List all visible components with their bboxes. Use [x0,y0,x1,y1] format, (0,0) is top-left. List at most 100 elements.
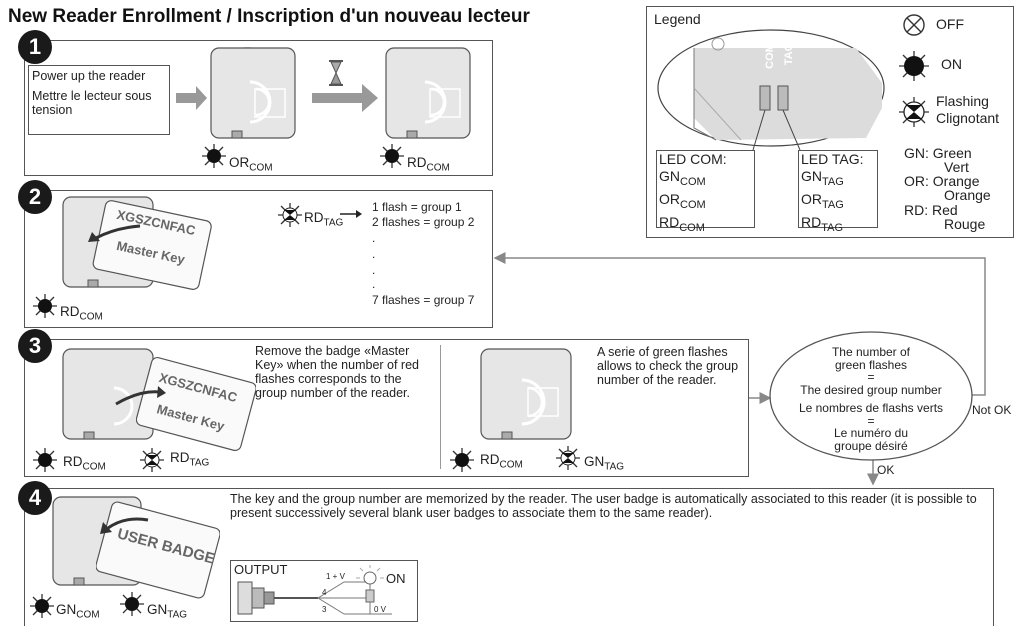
user-badge-card [96,498,220,602]
group-line-2: 2 flashes = group 2 [372,215,475,229]
legend-led-com-title: LED COM: [659,151,727,167]
group-dot: . [372,277,376,291]
group-line-7: 7 flashes = group 7 [372,293,475,307]
led-on-icon [450,448,474,472]
step1-text-fr: Mettre le lecteur sous tension [32,89,152,117]
legend-title: Legend [654,11,701,27]
legend-led-com-rd: RDCOM [659,213,705,234]
decision-line-2: The desired group number [800,382,942,397]
reader-device-1b [385,47,471,139]
connector-icon [237,581,318,615]
master-key-card [136,355,256,455]
output-title: OUTPUT [234,562,288,577]
led-label-rd-com: RDCOM [407,155,450,174]
led-flashing-icon [278,203,302,227]
output-wire-zero: 0 V [374,605,387,614]
legend-led-tag-box: LED TAG: GNTAG ORTAG RDTAG [798,150,878,233]
group-dot: . [372,263,376,277]
step3-number: 3 [18,329,52,363]
led-on-icon [33,294,57,318]
step1-instruction-box: Power up the reader Mettre le lecteur so… [28,65,170,135]
output-wire-plus: 1 + V [326,572,345,581]
legend-led-com-or: ORCOM [659,190,706,211]
legend-color-rd-fr: Rouge [944,216,986,232]
led-label-rd-tag: RDTAG [170,450,210,469]
decision-line-1: The number of green flashes [831,345,911,372]
legend-led-tag-gn: GNTAG [801,168,844,188]
master-key-card [92,200,212,292]
legend-color-code: GN: [904,145,929,161]
decision-line-4: Le numéro du groupe désiré [833,426,909,453]
led-label-gn-com: GNCOM [56,602,100,621]
legend-led-com-gn: GNCOM [659,168,706,188]
legend-led-tag-or: ORTAG [801,190,844,211]
legend-state-flashing: Flashing [936,93,989,109]
reader-device-3b [480,348,572,440]
legend-color-en: Green [932,145,972,161]
legend-color-code: OR: [904,173,929,189]
step3-check-text: A serie of green flashes allows to check… [597,345,739,387]
legend-color-or: OR: Orange [904,174,979,189]
led-label-gn-tag: GNTAG [147,602,188,621]
led-on-icon [380,144,404,168]
decision-eq-1: = [867,370,875,384]
legend-color-code: RD: [904,202,929,218]
led-on-icon [202,144,226,168]
step1-number: 1 [18,30,52,64]
output-on-label: ON [386,571,406,586]
legend-color-en: Orange [932,173,980,189]
led-flashing-icon [556,446,580,470]
decision-eq-2: = [867,413,875,428]
output-wire-4: 4 [322,588,327,597]
led-label-rd-com: RDCOM [60,304,103,323]
led-on-icon [120,592,144,616]
led-flashing-icon [140,448,164,472]
group-line-1: 1 flash = group 1 [372,200,462,214]
step2-number: 2 [18,180,52,214]
led-label-or-com: ORCOM [229,155,273,174]
legend-color-en: Red [932,202,958,218]
legend-color-gn: GN: Green [904,146,972,161]
led-flashing-icon [899,97,929,127]
led-label-rd-com: RDCOM [63,454,106,473]
page-title: New Reader Enrollment / Inscription d'un… [8,6,530,27]
led-label-gn-tag: GNTAG [584,454,625,473]
step1-text-en: Power up the reader [32,69,146,83]
legend-state-clignotant: Clignotant [936,110,1000,126]
legend-reader-closeup [656,28,886,148]
led-on-icon [30,594,54,618]
legend-color-gn-fr: Vert [944,159,969,175]
led-on-icon [899,51,929,81]
output-wire-3: 3 [322,605,327,614]
step3-divider [440,345,441,469]
legend-led-tag-title: LED TAG: [801,151,864,167]
decision-text: The number of green flashes = The desire… [780,346,962,452]
decision-line-3: Le nombres de flashs verts [798,401,944,415]
reader-device-3a [62,348,154,440]
hourglass-icon [329,60,343,86]
legend-led-tag-rd: RDTAG [801,213,844,234]
step4-text: The key and the group number are memoriz… [230,492,977,520]
lamp-icon [356,565,384,585]
decision-not-ok: Not OK [972,403,1012,417]
step4-number: 4 [18,481,52,515]
legend-state-on: ON [941,56,962,72]
group-dot: . [372,247,376,261]
legend-color-rd: RD: Red [904,203,958,218]
legend-led-com-box: LED COM: GNCOM ORCOM RDCOM [656,150,755,233]
led-on-icon [33,448,57,472]
led-label-rd-com: RDCOM [480,452,523,471]
group-dot: . [372,231,376,245]
step3-remove-text: Remove the badge «Master Key» when the n… [255,344,419,400]
decision-ok: OK [877,463,895,477]
led-label-rd-tag: RDTAG [304,210,344,229]
legend-state-off: OFF [936,16,964,32]
reader-device-1a [210,47,296,139]
